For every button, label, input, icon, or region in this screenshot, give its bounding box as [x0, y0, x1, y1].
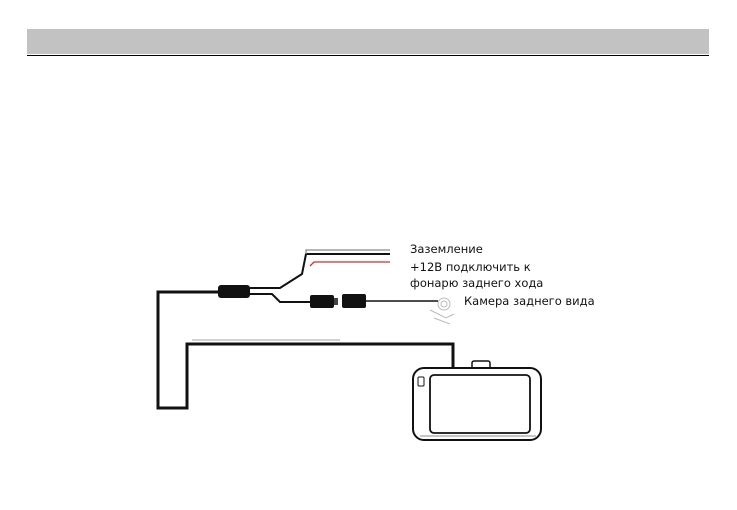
dash-camera-side-button: [417, 376, 425, 387]
rear-camera-wiring-diagram: Заземление +12В подключить к фонарю задн…: [150, 222, 600, 462]
power-branch-cable: [250, 253, 390, 289]
power-wire: [309, 261, 390, 267]
power-label-line1: +12В подключить к: [410, 260, 531, 274]
camera-plug-left: [310, 295, 334, 308]
rear-camera-label: Камера заднего вида: [464, 294, 595, 308]
section-header-rule: [27, 55, 709, 56]
dash-camera-screen: [429, 374, 531, 434]
camera-plug-right: [342, 294, 366, 308]
ground-label: Заземление: [410, 242, 483, 256]
wiring-diagram-svg: [156, 249, 542, 441]
rear-camera-icon: [429, 297, 455, 325]
section-header-bar: [27, 29, 709, 54]
split-connector: [218, 285, 250, 298]
camera-plug-left-tip: [334, 298, 338, 305]
main-cable: [156, 290, 455, 410]
power-label-line2: фонарю заднего хода: [410, 276, 544, 290]
ground-wire: [305, 249, 390, 254]
camera-branch-cable: [250, 293, 310, 303]
